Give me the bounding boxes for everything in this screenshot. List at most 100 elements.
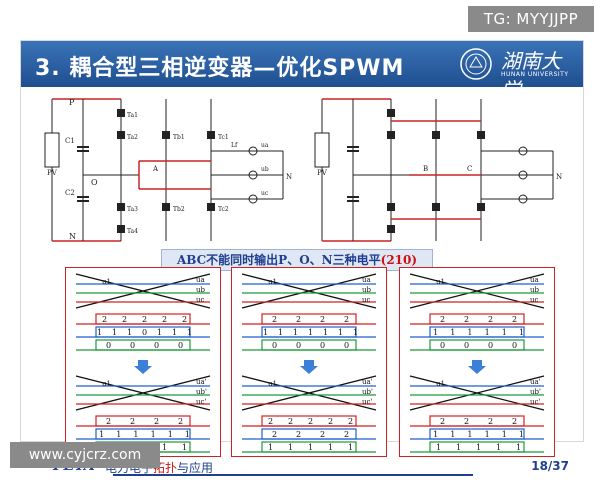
level-value: 2 (512, 417, 517, 426)
waveform-label-uc: uc' (362, 398, 372, 406)
waveform-label-u1: u1 (268, 380, 277, 388)
level-value: 1 (97, 328, 102, 337)
inductor-label-left: Lf (231, 142, 238, 149)
cap-label-c2: C2 (65, 189, 75, 197)
level-value: 1 (133, 430, 138, 439)
level-value: 1 (162, 443, 167, 452)
level-value: 2 (182, 315, 187, 324)
switch-tc1: Tc1 (218, 134, 229, 141)
waveform-label-uc: uc (530, 296, 539, 304)
level-value: 2 (102, 315, 107, 324)
footer-text-c: 与应用 (177, 461, 214, 475)
level-value: 2 (288, 417, 293, 426)
slide-title: 3. 耦合型三相逆变器—优化SPWM (35, 56, 405, 81)
level-value: 1 (519, 430, 524, 439)
level-value: 0 (130, 341, 135, 350)
waveform-label-uc: uc (196, 296, 205, 304)
waveform-label-ub: ub' (362, 388, 373, 396)
switch-ta3: Ta3 (127, 206, 138, 213)
level-row-pulse (261, 326, 357, 338)
level-value: 1 (433, 430, 438, 439)
level-value: 2 (348, 417, 353, 426)
level-value: 1 (116, 430, 121, 439)
level-value: 0 (344, 341, 349, 350)
level-value: 1 (436, 443, 441, 452)
level-value: 0 (106, 341, 111, 350)
phase-label-c: C (467, 165, 472, 173)
level-row-pulse (261, 415, 357, 427)
waveform-label-ub: ub' (530, 388, 541, 396)
level-value: 1 (485, 328, 490, 337)
waveform-label-u1: u1 (102, 380, 111, 388)
level-value: 1 (476, 443, 481, 452)
level-value: 1 (456, 443, 461, 452)
level-value: 2 (440, 315, 445, 324)
level-value: 2 (296, 315, 301, 324)
level-value: 1 (496, 443, 501, 452)
level-row-pulse (429, 326, 525, 338)
level-value: 1 (151, 430, 156, 439)
down-arrow-icon (134, 360, 152, 374)
level-row-pulse (261, 428, 357, 440)
university-seal-icon (460, 48, 492, 80)
level-value: 0 (320, 341, 325, 350)
level-value: 1 (263, 328, 268, 337)
level-value: 2 (308, 417, 313, 426)
level-value: 2 (154, 417, 159, 426)
level-value: 1 (157, 328, 162, 337)
waveform-label-ua: ua (362, 276, 371, 284)
level-value: 2 (440, 417, 445, 426)
level-value: 0 (512, 341, 517, 350)
level-value: 1 (433, 328, 438, 337)
level-row-pulse (261, 313, 357, 325)
level-value: 0 (296, 341, 301, 350)
caption-box: ABC不能同时输出P、O、N三种电平(210) (161, 249, 433, 271)
level-value: 2 (130, 417, 135, 426)
level-value: 1 (278, 328, 283, 337)
waveform-label-u1: u1 (436, 278, 445, 286)
level-row-pulse (95, 415, 191, 427)
level-value: 0 (178, 341, 183, 350)
waveform-label-ub: ub (530, 286, 540, 294)
title-bar: 3. 耦合型三相逆变器—优化SPWM 湖南大学 HUNAN UNIVERSITY (21, 41, 583, 102)
level-value: 1 (127, 328, 132, 337)
level-value: 2 (106, 417, 111, 426)
switch-tc2: Tc2 (218, 206, 229, 213)
level-value: 2 (488, 417, 493, 426)
waveform-label-ua: ua (196, 276, 205, 284)
waveform-label-ua: ua (530, 276, 539, 284)
down-arrow-icon (300, 360, 318, 374)
level-row-pulse (429, 313, 525, 325)
down-arrow-icon (468, 360, 486, 374)
level-row-pulse (429, 415, 525, 427)
caption-text: ABC不能同时输出P、O、N三种电平 (176, 253, 381, 267)
output-ub-left: ub (261, 166, 269, 173)
level-value: 1 (450, 328, 455, 337)
level-value: 2 (328, 417, 333, 426)
tg-watermark: TG: MYYJJPP (468, 6, 594, 32)
level-value: 1 (338, 328, 343, 337)
circuit-left: PV P N C1 C2 O (44, 98, 292, 242)
level-value: 2 (122, 315, 127, 324)
level-value: 2 (178, 417, 183, 426)
level-value: 2 (344, 315, 349, 324)
level-value: 1 (308, 328, 313, 337)
level-value: 1 (502, 328, 507, 337)
level-row-pulse (95, 313, 191, 325)
dc-label-p: P (69, 98, 75, 107)
waveform-label-u1: u1 (268, 278, 277, 286)
level-value: 1 (172, 328, 177, 337)
level-value: 1 (168, 430, 173, 439)
level-value: 2 (142, 315, 147, 324)
level-value: 2 (464, 417, 469, 426)
level-value: 1 (323, 328, 328, 337)
level-value: 1 (516, 443, 521, 452)
waveform-label-ua: ua' (530, 378, 541, 386)
caption-highlight: (210) (380, 253, 418, 267)
